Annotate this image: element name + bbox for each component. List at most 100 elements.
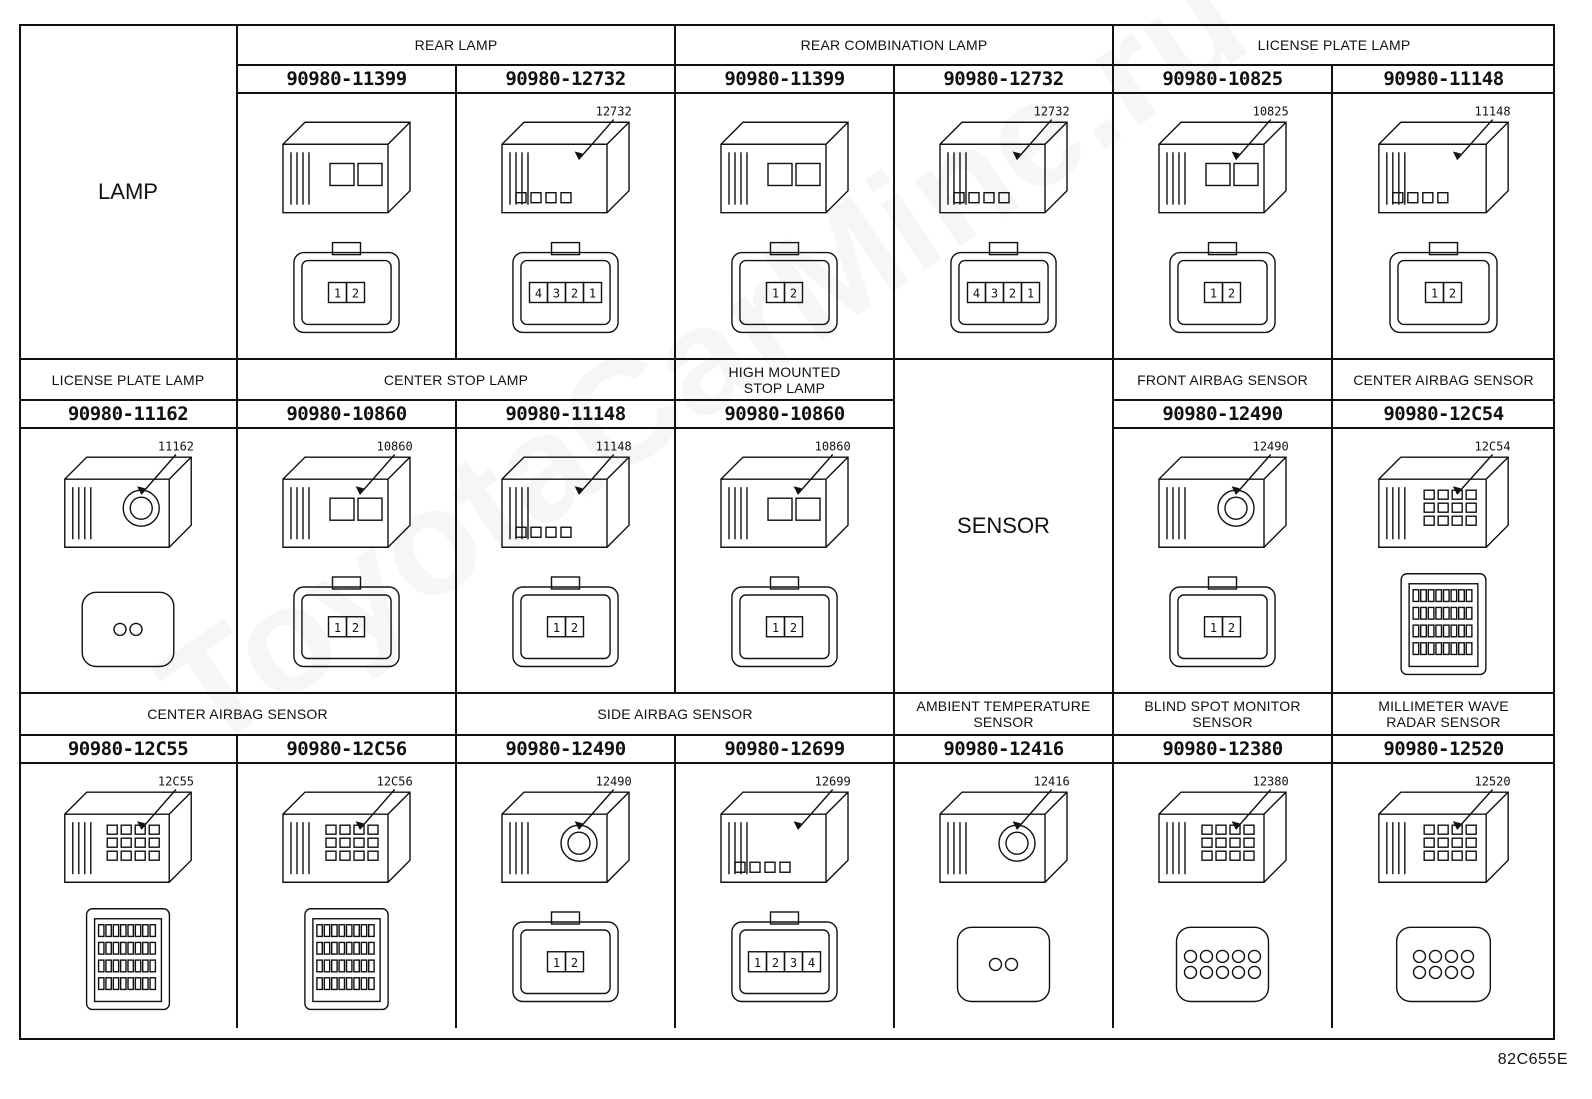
svg-text:1: 1 [334,621,341,635]
part-number: 90980-10825 [1162,68,1283,90]
group-header: CENTER STOP LAMP [383,371,529,388]
grid-line [1112,359,1114,693]
connector-face-icon [1395,926,1492,1003]
callout-label: 12732 [574,105,632,160]
svg-text:12380: 12380 [1253,775,1289,789]
grid-line [1113,399,1555,401]
svg-text:10825: 10825 [1253,105,1289,119]
callout-label: 12520 [1452,775,1511,830]
row-divider [19,358,1555,360]
svg-text:1: 1 [334,287,341,301]
part-number: 90980-11162 [67,403,189,425]
grid-line [1331,359,1333,693]
part-number: 90980-11148 [505,403,626,425]
grid-line [236,24,238,359]
svg-text:12732: 12732 [596,105,632,119]
connector-illustration: 12520 [1332,763,1555,1028]
grid-line [893,359,895,693]
group-header: REAR LAMP [414,36,498,53]
part-number: 90980-12C56 [286,738,407,760]
svg-text:12490: 12490 [1253,440,1289,454]
connector-illustration: 12416 [894,763,1113,1028]
connector-perspective-icon [720,456,849,548]
svg-text:10860: 10860 [377,440,413,454]
part-number: 90980-11399 [724,68,845,90]
connector-perspective-icon [1378,456,1509,548]
svg-text:1: 1 [754,956,761,970]
connector-perspective-icon [1158,121,1287,214]
svg-text:2: 2 [1228,287,1235,301]
grid-line [455,400,457,693]
part-number: 90980-10860 [724,403,845,425]
callout-label: 11148 [1452,105,1511,160]
connector-perspective-icon [939,121,1068,214]
grid-line [236,735,238,1028]
part-number: 90980-12732 [943,68,1064,90]
connector-perspective-icon [501,121,630,214]
svg-text:2: 2 [571,287,578,301]
svg-text:4: 4 [808,956,815,970]
part-number: 90980-12520 [1383,738,1504,760]
connector-perspective-icon [282,121,411,214]
grid-line [893,693,895,1028]
svg-text:12C55: 12C55 [158,775,194,789]
connector-perspective-icon [282,791,411,883]
part-number: 90980-12490 [1162,403,1283,425]
connector-face-icon [956,926,1051,1003]
callout-label: 12699 [793,775,851,830]
svg-text:1: 1 [1027,287,1034,301]
section-label-sensor: SENSOR [957,513,1050,538]
svg-text:3: 3 [553,287,560,301]
part-number: 90980-10860 [286,403,407,425]
part-number: 90980-11148 [1383,68,1504,90]
callout-label: 12490 [574,775,632,830]
group-header: MILLIMETER WAVE RADAR SENSOR [1378,698,1509,730]
svg-text:1: 1 [553,621,560,635]
connector-perspective-icon [1378,121,1509,214]
part-number: 90980-12380 [1162,738,1283,760]
callout-label: 12C55 [137,775,194,830]
callout-label: 12C56 [355,775,413,830]
callout-label: 10860 [793,440,851,495]
connector-illustration: 12C56 [237,763,456,1028]
connector-illustration: 12C54 [1332,428,1555,693]
grid-line [455,693,457,1028]
connector-illustration: 11162 [19,428,237,693]
svg-text:2: 2 [352,287,359,301]
svg-text:12C54: 12C54 [1474,440,1510,454]
grid-line [674,359,676,693]
part-number: 90980-12C54 [1383,403,1504,425]
group-header: BLIND SPOT MONITOR SENSOR [1144,698,1301,730]
callout-label: 12732 [1012,105,1070,160]
svg-text:1: 1 [589,287,596,301]
connector-perspective-icon [1158,791,1287,883]
connector-perspective-icon [501,456,630,548]
part-number: 90980-12416 [943,738,1064,760]
group-header: CENTER AIRBAG SENSOR [147,706,328,722]
svg-text:12520: 12520 [1474,775,1510,789]
grid-line [674,24,676,359]
grid-line [19,762,1555,764]
grid-line [1113,427,1555,429]
part-number: 90980-12C55 [67,738,189,760]
grid-line [236,359,238,693]
svg-text:12416: 12416 [1034,775,1070,789]
connector-perspective-icon [720,791,849,883]
callout-label: 10825 [1231,105,1289,160]
